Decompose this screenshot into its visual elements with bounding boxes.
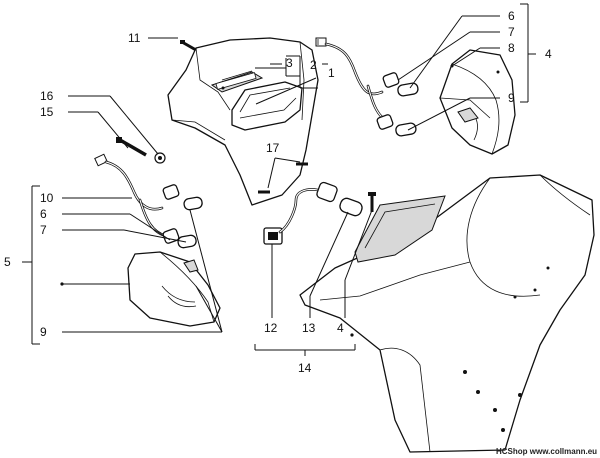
label-6-left: 6 (40, 207, 47, 221)
label-9-right: 9 (508, 91, 515, 105)
label-10: 10 (40, 191, 54, 205)
bulb-icon (316, 181, 363, 217)
rear-fairing-icon (299, 174, 595, 453)
tail-light-unit-icon (210, 70, 303, 131)
bulb-icon (177, 196, 203, 249)
screw-icon (180, 40, 197, 52)
leader-lines (22, 3, 536, 356)
label-16: 16 (40, 89, 54, 103)
wire-connector-icon (94, 153, 108, 167)
label-4-bottom: 4 (337, 321, 344, 335)
label-5: 5 (4, 255, 11, 269)
screw-icon (368, 192, 376, 212)
label-4-right: 4 (545, 47, 552, 61)
watermark: HCShop www.collmann.eu (496, 447, 597, 456)
label-14: 14 (298, 361, 312, 375)
bulb-socket-icon (376, 72, 400, 130)
reflector-plate-icon (354, 195, 446, 263)
label-6-right: 6 (508, 9, 515, 23)
wire-connector-icon (315, 37, 327, 47)
label-17: 17 (266, 141, 280, 155)
part-labels: 11 3 2 1 16 15 17 6 7 8 9 4 5 10 6 7 9 1… (4, 9, 597, 456)
turn-signal-lens-icon (439, 49, 516, 155)
label-15: 15 (40, 105, 54, 119)
label-13: 13 (302, 321, 316, 335)
bulb-icon (395, 82, 419, 137)
screw-icon (258, 162, 308, 194)
screw-icon (116, 137, 166, 164)
label-7-left: 7 (40, 223, 47, 237)
label-7-right: 7 (508, 25, 515, 39)
label-12: 12 (264, 321, 278, 335)
label-9-left: 9 (40, 325, 47, 339)
bulb-socket-icon (162, 184, 180, 244)
label-11: 11 (128, 31, 141, 45)
label-2: 2 (310, 58, 317, 72)
turn-signal-lens-icon (127, 251, 221, 327)
label-1: 1 (328, 66, 335, 80)
bulb-socket-icon (263, 227, 283, 245)
label-8: 8 (508, 41, 515, 55)
label-3: 3 (286, 56, 293, 70)
